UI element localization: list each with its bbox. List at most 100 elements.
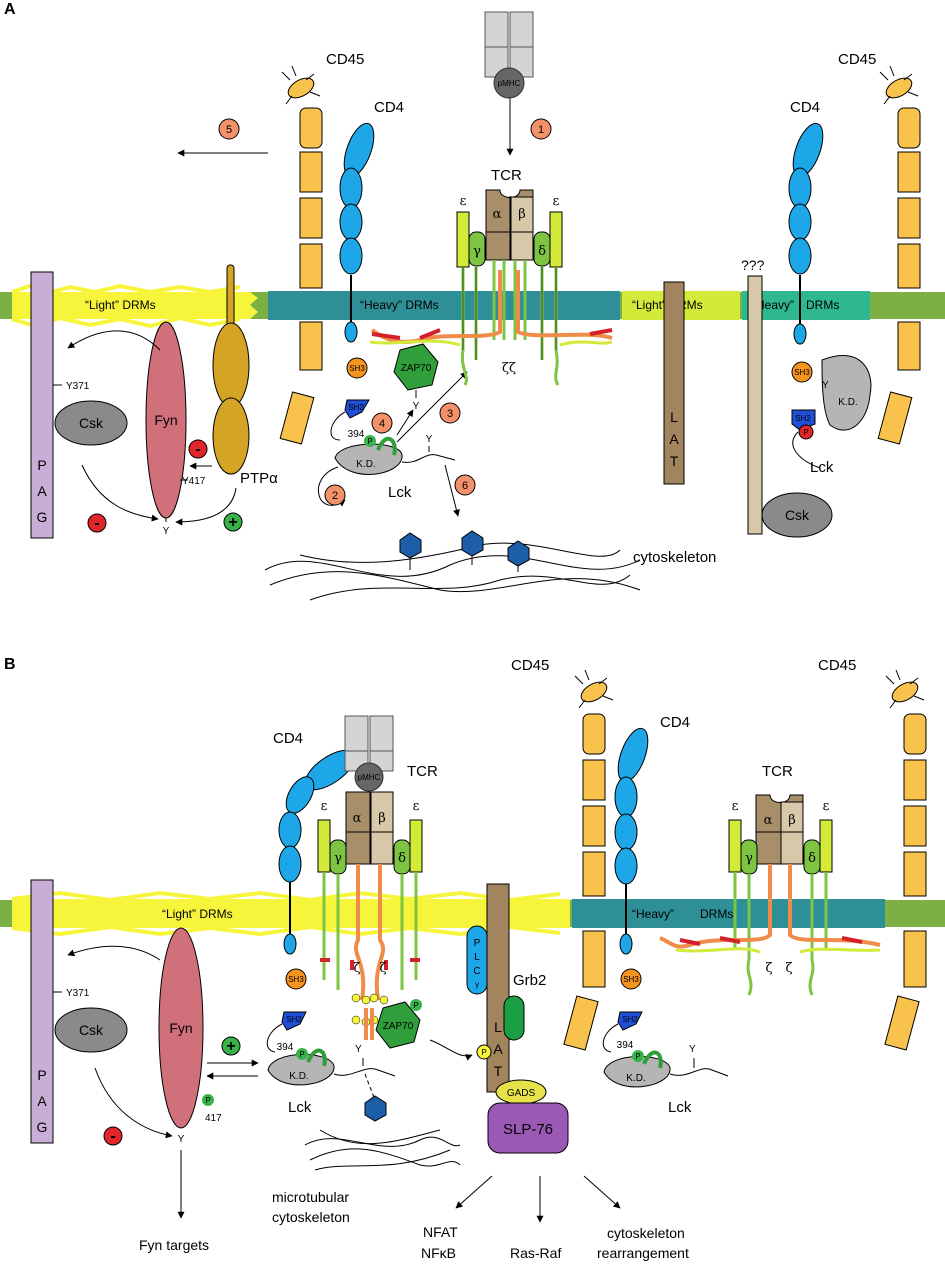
heavy-drm-a1 — [268, 291, 620, 320]
heavy-drm-label-a1: “Heavy” DRMs — [360, 298, 439, 312]
light-drm-label-a1: “Light” DRMs — [85, 298, 156, 312]
cd45-right-a: CD45 — [838, 51, 921, 445]
microtubule-b: microtubular cytoskeleton — [272, 1095, 461, 1225]
pag-label-b1: P — [37, 1067, 46, 1083]
panel-a: A “Light” DRMs “Heavy” DRMs “Light” DRMs… — [0, 1, 945, 601]
mt-cytoskeleton-label-b1: microtubular — [272, 1189, 349, 1205]
step-1: 1 — [538, 124, 544, 136]
y-lck-label-a: Y — [426, 434, 433, 445]
lat-label-b1: L — [494, 1019, 502, 1035]
rasraf-label-b: Ras-Raf — [510, 1245, 561, 1261]
plcg-label-b4: γ — [475, 980, 479, 989]
lck-label-a: Lck — [388, 484, 412, 501]
pmhc-a: pMHC — [484, 11, 534, 99]
minus-text-b: - — [110, 1128, 115, 1145]
lat-label-b3: T — [494, 1063, 503, 1079]
minus-sign-b — [103, 1126, 123, 1146]
p-lat-label-b: P — [481, 1048, 486, 1057]
cd45-left-label-a: CD45 — [326, 51, 364, 68]
zap70-label-a: ZAP70 — [401, 363, 432, 374]
light-drm-a1 — [12, 292, 258, 319]
pag-a: P A G Y371 — [30, 271, 90, 539]
417-label-b: 417 — [205, 1113, 222, 1124]
y-label-a: Y — [163, 526, 170, 537]
394-label-a: 394 — [348, 429, 365, 440]
cd4-right-b: CD4 — [614, 714, 690, 955]
membrane-a: “Light” DRMs “Heavy” DRMs “Light” DRMs “… — [0, 283, 945, 329]
lat-label-a3: T — [670, 453, 679, 469]
fyn-label-a: Fyn — [154, 412, 177, 428]
heavy-drm-label-b: “Heavy” — [632, 907, 674, 921]
y-lck-label-b: Y — [355, 1044, 362, 1055]
plus-text-a: + — [228, 514, 237, 531]
pag-label-a3: G — [37, 509, 48, 525]
nfat-label-b: NFAT — [423, 1224, 458, 1240]
cd4-left-a: CD4 — [339, 99, 404, 343]
y371-label-b: Y371 — [66, 988, 90, 999]
eps-b3: ε — [732, 799, 739, 814]
sh3-right-label-b: SH3 — [623, 975, 639, 984]
lat-a — [663, 281, 685, 485]
step-4: 4 — [379, 418, 385, 430]
pag-label-a1: P — [37, 457, 46, 473]
tcr-left-b: TCR α β γ δ ε ε ζ ζ — [317, 763, 438, 1040]
csk-a — [54, 400, 128, 446]
alpha-b1: α — [353, 811, 362, 826]
light-drm-label-b: “Light” DRMs — [162, 907, 233, 921]
beta-b1: β — [378, 811, 386, 826]
cytoskeleton-a: cytoskeleton — [264, 530, 716, 601]
delta-b2: δ — [808, 851, 816, 866]
cd45-left-label-b: CD45 — [511, 657, 549, 674]
eps-a2: ε — [553, 194, 560, 209]
alpha-b2: α — [764, 813, 773, 828]
grb2-label-b: Grb2 — [513, 972, 546, 989]
pag-b — [30, 879, 54, 1144]
tcr-left-label-b: TCR — [407, 763, 438, 780]
step-3: 3 — [447, 408, 453, 420]
394-label-b: 394 — [277, 1042, 294, 1053]
pag-label-b3: G — [37, 1119, 48, 1135]
beta-b2: β — [788, 813, 796, 828]
cd45-left-a: CD45 — [279, 51, 364, 445]
cd4-left-b: CD4 — [273, 730, 356, 955]
cd4-right-label-a: CD4 — [790, 99, 820, 116]
sh2-right-label-a: SH2 — [795, 414, 811, 423]
nfkb-label-b: NFκB — [421, 1245, 456, 1261]
csk-right-label-a: Csk — [785, 507, 810, 523]
plus-sign-a — [223, 512, 243, 532]
cd45-right-label-a: CD45 — [838, 51, 876, 68]
cd45-right-b: CD45 — [818, 657, 927, 1051]
zeta-a: ζζ — [502, 361, 516, 376]
csk-right-a — [761, 492, 833, 538]
eps-b1: ε — [321, 799, 328, 814]
fyn-targets-label-b: Fyn targets — [139, 1237, 209, 1253]
plcg-label-b1: P — [474, 938, 481, 949]
pmhc-label-b: pMHC — [358, 773, 381, 782]
pag-label-a2: A — [37, 483, 47, 499]
lat-label-a1: L — [670, 409, 678, 425]
drm-label-b: DRMs — [700, 907, 733, 921]
lck-right-b: SH3 SH2 394 K.D. P Y Lck — [602, 968, 729, 1116]
lat-label-b2: A — [493, 1041, 503, 1057]
csk-b — [54, 1007, 128, 1053]
394-right-label-b: 394 — [617, 1040, 634, 1051]
eps-b4: ε — [823, 799, 830, 814]
minus-sign-a1 — [188, 439, 208, 459]
plcg-label-b2: L — [474, 952, 480, 963]
unknown-label-a: ??? — [741, 257, 765, 273]
panel-letter-b: B — [4, 656, 16, 673]
cd4-left-label-b: CD4 — [273, 730, 303, 747]
delta-b1: δ — [398, 851, 406, 866]
lck-right-label-b: Lck — [668, 1099, 692, 1116]
lat-complex-b: L A T P L C γ Grb2 P GADS SLP-76 NFAT NF… — [421, 883, 689, 1261]
y417-label-a: Y417 — [182, 476, 206, 487]
eps-b2: ε — [413, 799, 420, 814]
cyto-rearr-label-b1: cytoskeleton — [607, 1225, 685, 1241]
beta-a: β — [518, 207, 526, 222]
heavy-drm-a2 — [742, 291, 870, 320]
y-fyn-label-b: Y — [178, 1134, 185, 1145]
cytoskeleton-label-a: cytoskeleton — [633, 549, 716, 566]
pmhc-b: pMHC — [344, 715, 394, 792]
plus-text-b: + — [226, 1038, 235, 1055]
